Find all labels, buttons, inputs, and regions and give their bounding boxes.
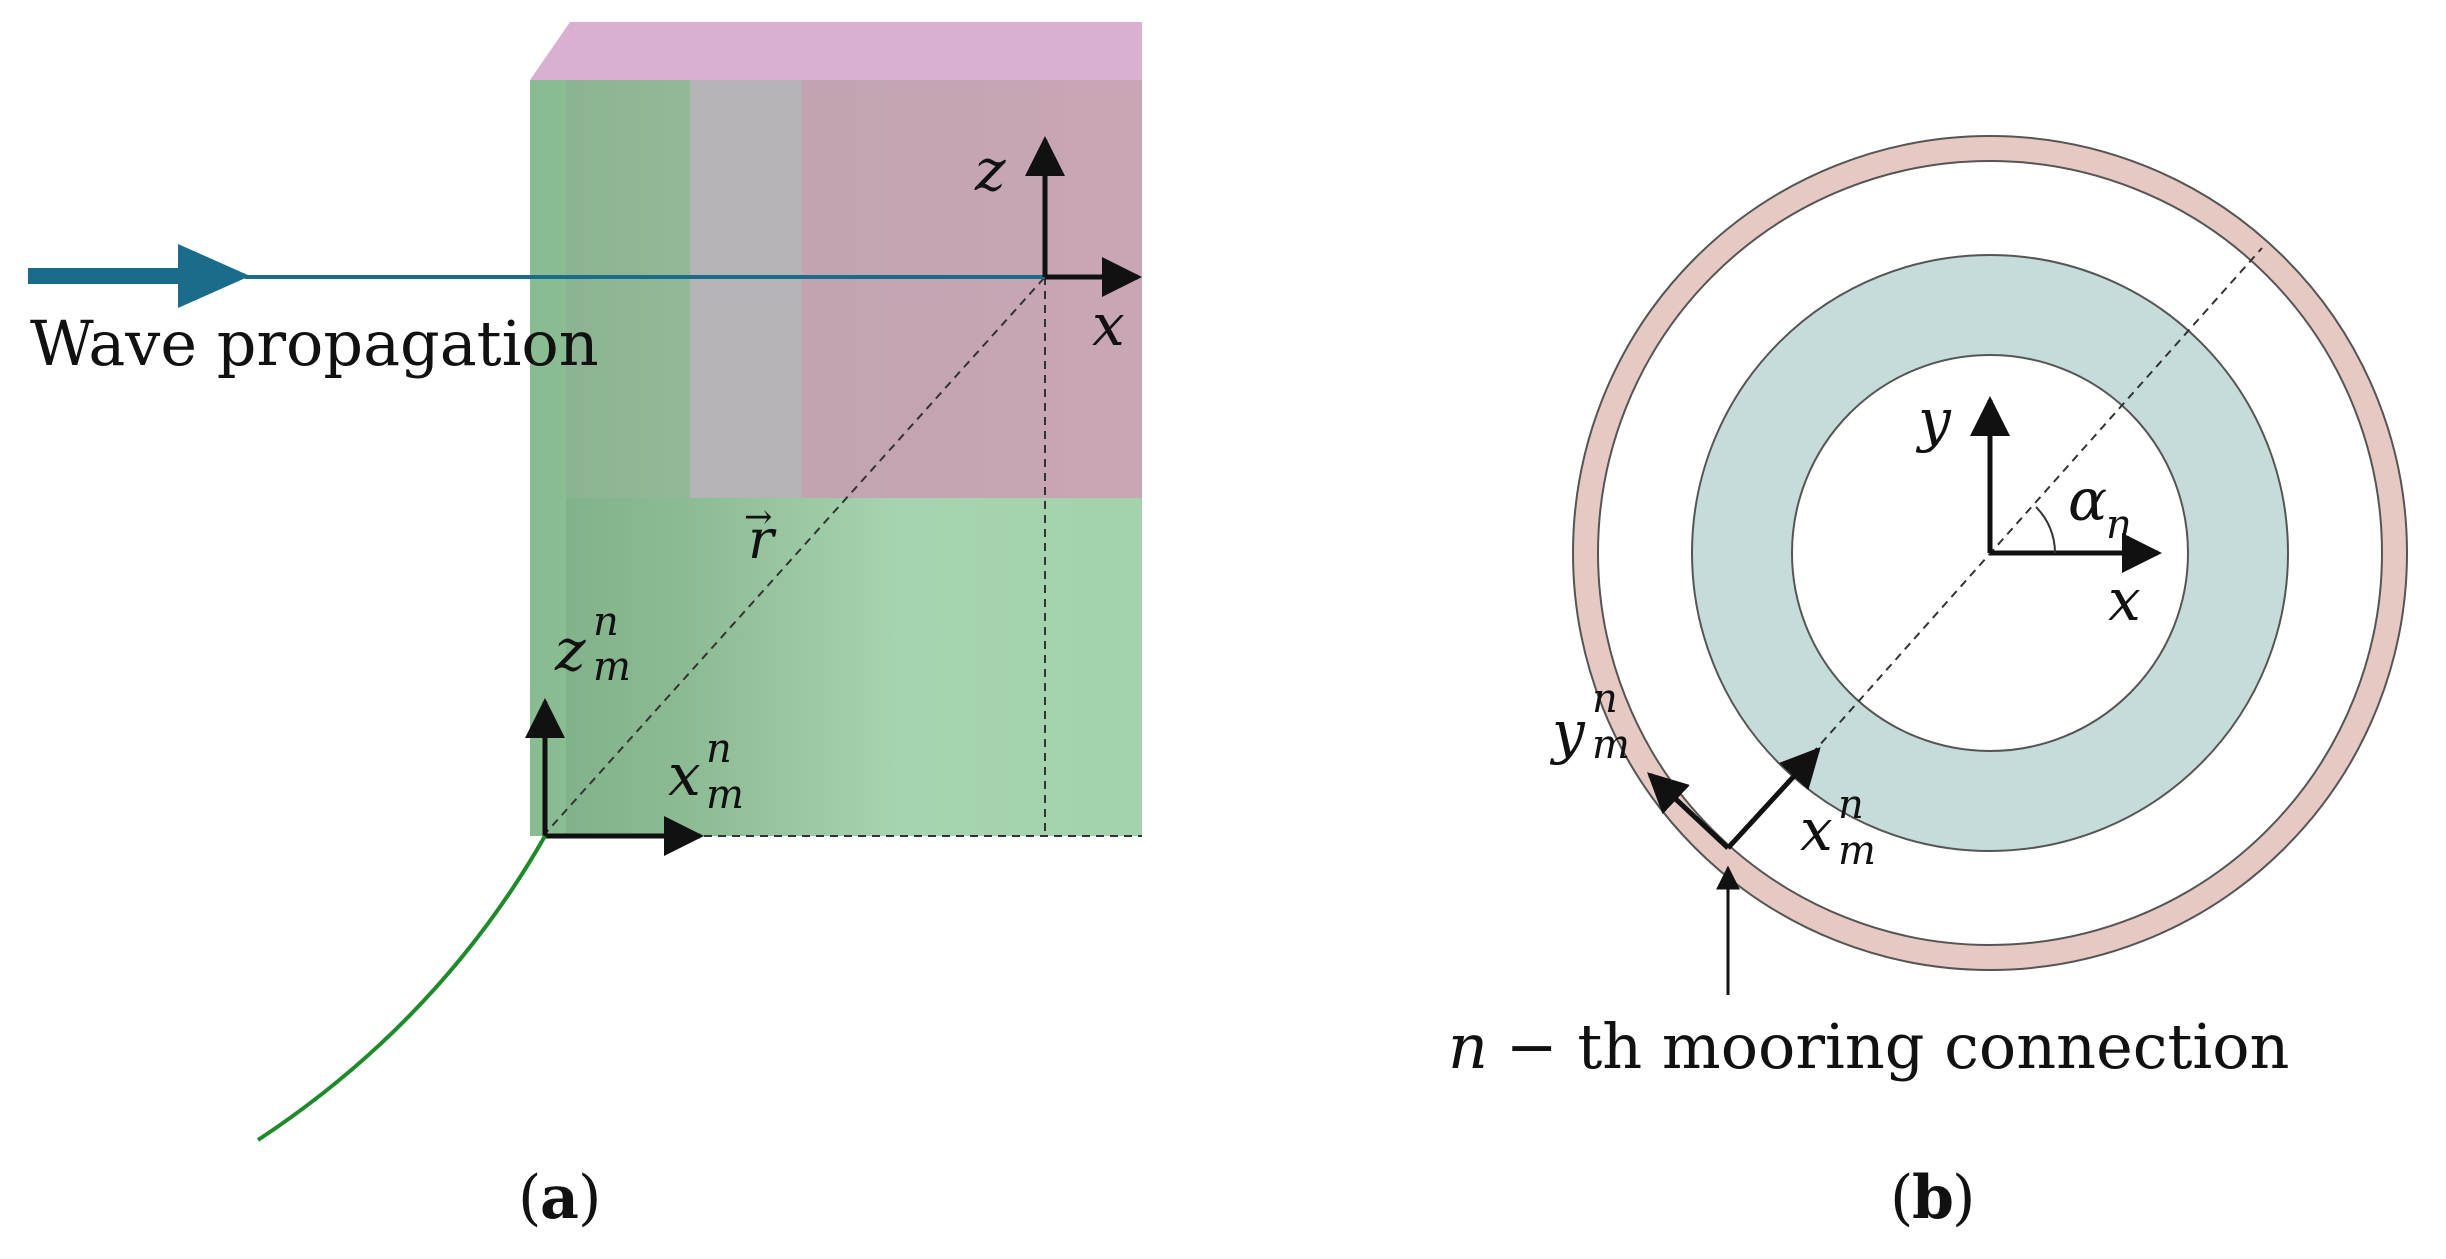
svg-text:x: x [1800,796,1833,864]
r-vector-label: r [748,508,777,571]
mooring-line [256,835,547,1142]
mooring-x-label-b: x n m [1800,782,1876,874]
svg-text:x: x [668,741,701,809]
svg-text:n: n [706,726,732,772]
mooring-y-axis-b [1647,772,1730,850]
svg-text:− th mooring connection: − th mooring connection [1486,1010,2290,1083]
svg-text:): ) [1952,1163,1975,1233]
svg-text:α: α [2068,466,2107,534]
mooring-x-axis-b [1726,747,1821,850]
column-edge-light [530,80,566,836]
pontoon-top-face [530,22,1142,80]
pontoon-grey-strip [690,80,802,498]
svg-text:y: y [1549,698,1586,766]
svg-text:n: n [1592,676,1618,722]
r-vector-arrow: → [744,497,773,537]
caption-b: ( b ) [1890,1163,1975,1233]
x-axis-b-label: x [2108,566,2141,634]
angle-arc [2035,506,2057,554]
svg-text:m: m [593,644,631,690]
svg-text:m: m [706,772,744,818]
caption-a: ( a ) [518,1163,601,1233]
x-axis-label: x [1092,291,1125,359]
svg-text:b: b [1912,1163,1954,1233]
svg-text:(: ( [1890,1163,1913,1233]
wave-arrow [28,244,1045,308]
svg-text:z: z [554,616,586,684]
z-axis-label: z [974,136,1006,204]
svg-text:m: m [1838,828,1876,874]
mooring-x-label: x n m [668,726,744,818]
svg-text:n: n [593,599,619,645]
svg-text:): ) [578,1163,601,1233]
svg-text:n: n [1448,1010,1488,1083]
connection-label: n − th mooring connection [1448,1010,2290,1083]
panel-a: Wave propagation z x r → z n m x n m ( a… [28,22,1142,1233]
mooring-y-label-b: y n m [1549,676,1630,768]
mooring-z-label: z n m [554,599,631,690]
svg-text:a: a [540,1163,579,1233]
panel-b: y x α n y n m x n m n − th mooring conne… [1448,135,2408,1233]
angle-label: α n [2068,466,2132,548]
svg-text:n: n [2106,502,2132,548]
svg-text:m: m [1592,722,1630,768]
svg-text:n: n [1838,782,1864,828]
wave-propagation-label: Wave propagation [30,307,599,380]
pontoon-top-strip [566,80,690,498]
svg-text:(: ( [518,1163,541,1233]
y-axis-b-label: y [1915,386,1952,454]
